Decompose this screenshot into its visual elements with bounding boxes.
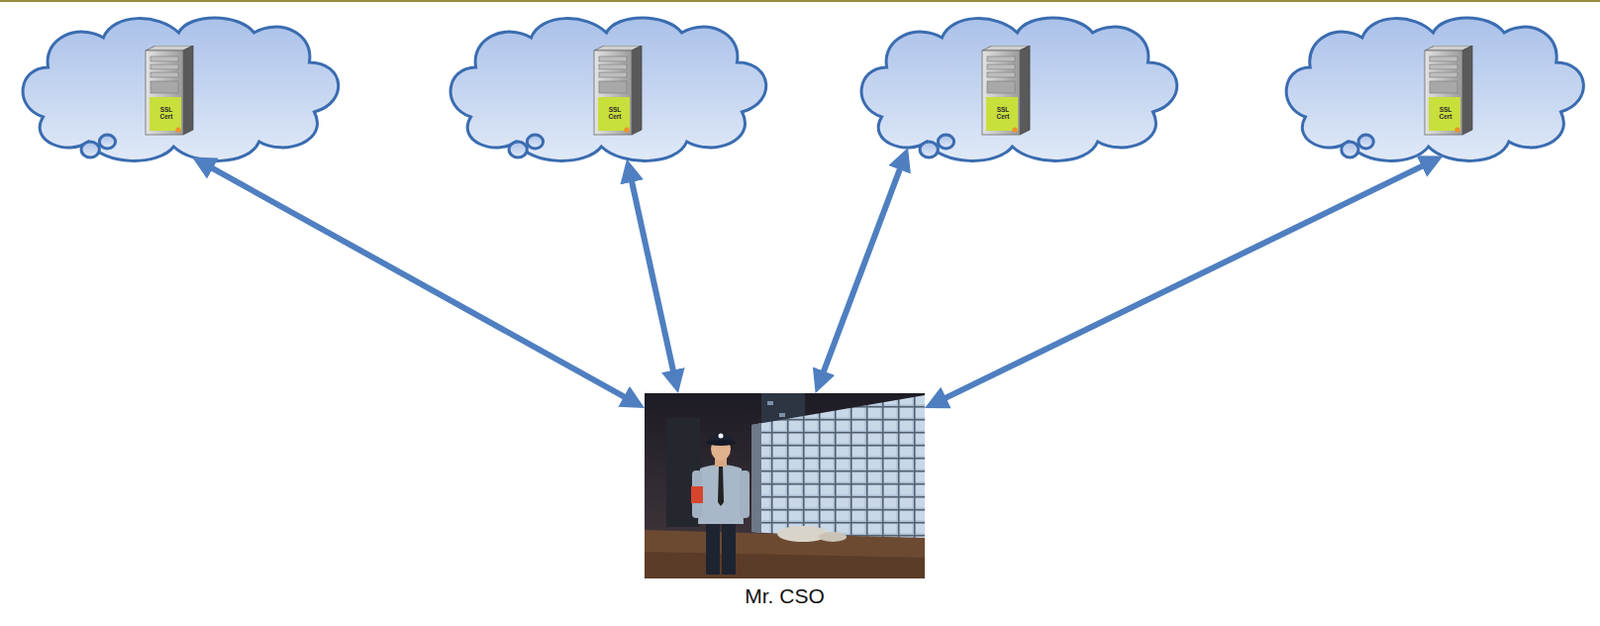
cloud-shape [435, 7, 778, 167]
cloud-outline [861, 17, 1178, 161]
cert-label-holder: SSL Cert [604, 103, 626, 124]
server-icon [145, 45, 194, 135]
server-icon [982, 45, 1030, 135]
photo-scene [644, 551, 925, 579]
cloud-shape [1272, 7, 1595, 167]
top-rule [0, 0, 1600, 2]
cloud-bubble [508, 141, 527, 158]
double-arrow [628, 168, 677, 384]
cloud-outline [22, 17, 339, 161]
double-arrow [933, 160, 1434, 404]
photo-scene [751, 422, 762, 533]
server-icon [1424, 45, 1473, 135]
cloud-node: SSL Cert [846, 7, 1189, 167]
top-rule [0, 0, 1600, 4]
photo-scene [644, 393, 925, 579]
cloud-bubble [99, 134, 115, 149]
cloud-node: SSL Cert [1272, 7, 1595, 167]
security-guard [705, 439, 736, 446]
cloud-bubble [937, 134, 954, 149]
cert-label: SSL Cert [156, 103, 178, 124]
security-guard [717, 466, 724, 506]
cloud-shape [846, 7, 1189, 167]
cloud-outline [450, 17, 767, 161]
photo-scene [818, 531, 847, 542]
photo-scene [767, 400, 774, 405]
double-arrow [818, 156, 904, 384]
cert-label-holder: SSL Cert [993, 103, 1014, 124]
cert-label: SSL Cert [604, 103, 626, 124]
cert-label: SSL Cert [1435, 103, 1457, 124]
cloud-node: SSL Cert [435, 7, 778, 167]
security-guard [705, 519, 720, 575]
security-guard [718, 433, 724, 439]
cloud-outline [1286, 17, 1584, 161]
double-arrow [200, 161, 637, 403]
security-guard [691, 486, 703, 503]
guard-photo [644, 393, 925, 579]
caption-holder: Mr. CSO [644, 584, 925, 608]
security-guard [691, 431, 750, 575]
cloud-bubble [81, 141, 100, 158]
cert-label-holder: SSL Cert [156, 103, 178, 124]
cloud-shape [7, 7, 350, 167]
caption: Mr. CSO [744, 584, 825, 608]
photo-scene [779, 412, 786, 417]
security-guard [721, 519, 736, 575]
photo-scene [644, 393, 925, 579]
cloud-bubble [526, 134, 543, 149]
cloud-bubble [1358, 134, 1374, 149]
photo-scene [751, 395, 925, 544]
photo-node: Mr. CSO [644, 393, 925, 579]
server-icon [594, 45, 642, 135]
cloud-bubble [919, 141, 938, 158]
security-guard [698, 464, 744, 524]
cloud-node: SSL Cert [7, 7, 350, 167]
security-guard [692, 470, 702, 518]
cert-label: SSL Cert [993, 103, 1014, 124]
cloud-bubble [1341, 141, 1359, 158]
security-guard [739, 470, 750, 518]
cert-label-holder: SSL Cert [1435, 103, 1457, 124]
